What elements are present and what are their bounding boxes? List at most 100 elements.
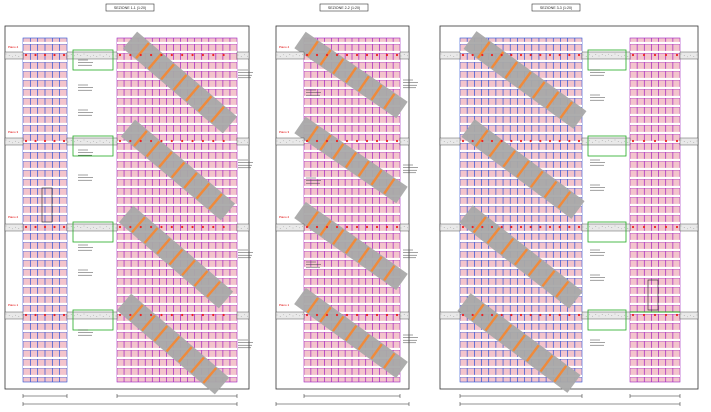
stair-tread-strip xyxy=(181,259,196,277)
floor-node xyxy=(222,313,225,317)
slab-aggregate-dot xyxy=(244,140,245,142)
slab-left xyxy=(4,51,24,60)
slab-left xyxy=(439,311,461,320)
slab-aggregate-dot xyxy=(106,314,107,316)
slab-aggregate-dot xyxy=(292,315,294,317)
slab-aggregate-dot xyxy=(683,227,685,228)
floor-node xyxy=(471,139,474,143)
floor-node xyxy=(510,139,513,143)
slab-aggregate-dot xyxy=(18,316,20,317)
stair-tread-strip xyxy=(306,210,319,228)
floor-node xyxy=(149,139,153,143)
stair-tread-strip xyxy=(513,248,529,266)
slab-right xyxy=(236,51,250,60)
slab-aggregate-dot xyxy=(440,139,442,141)
floor-node xyxy=(664,139,668,143)
slab-aggregate-dot xyxy=(453,228,455,229)
stair-tread-strip xyxy=(472,216,487,234)
landing-frame xyxy=(72,135,114,157)
floor-label: Piano 1 xyxy=(8,303,19,307)
floor-node xyxy=(385,313,389,317)
floor-node xyxy=(519,225,523,229)
slab-aggregate-dot xyxy=(627,316,629,317)
slab-aggregate-dot xyxy=(90,142,91,144)
slab-left xyxy=(275,223,305,232)
stair-tread-strip xyxy=(527,259,542,277)
slab-middle xyxy=(66,137,118,146)
floor-node xyxy=(500,53,503,57)
slab-right xyxy=(679,311,699,320)
slab-aggregate-dot xyxy=(90,316,91,318)
slab-aggregate-dot xyxy=(299,141,300,143)
slab-left xyxy=(439,137,461,146)
slab-aggregate-dot xyxy=(690,54,691,56)
floor-labels-panel-2: Piano 4 Piano 3 Piano 2 Piano 1 xyxy=(279,45,290,307)
slab-aggregate-dot xyxy=(598,227,600,229)
slab-aggregate-dot xyxy=(589,314,590,316)
stair-tread-strip xyxy=(190,356,205,374)
slab-aggregate-dot xyxy=(443,55,445,56)
stair-tread-strip xyxy=(332,58,345,75)
slab-aggregate-dot xyxy=(690,226,691,228)
slab-aggregate-dot xyxy=(115,55,117,57)
floor-node xyxy=(335,313,339,317)
slab-aggregate-dot xyxy=(592,315,593,317)
floor-node xyxy=(631,53,635,57)
section-title-1: SEZIONE 1-1 (1:20) xyxy=(105,3,155,12)
slab-aggregate-dot xyxy=(400,227,402,229)
floor-node xyxy=(160,225,163,229)
floor-node xyxy=(24,225,28,229)
slab-aggregate-dot xyxy=(93,140,94,142)
stair-tread-strip xyxy=(543,180,558,199)
floor-node xyxy=(631,225,635,229)
slab-aggregate-dot xyxy=(99,54,101,56)
stair-tread-strip xyxy=(170,161,186,179)
floor-node xyxy=(558,225,561,229)
floor-node xyxy=(43,53,47,57)
floor-node xyxy=(500,225,503,229)
slab-aggregate-dot xyxy=(299,315,300,317)
stair-tread-strip xyxy=(383,264,396,282)
slab-aggregate-dot xyxy=(276,54,278,56)
floor-node xyxy=(471,225,474,229)
floor-node xyxy=(305,313,309,317)
slab-aggregate-dot xyxy=(80,315,82,316)
floor-node xyxy=(170,313,173,317)
slab-aggregate-dot xyxy=(617,55,619,56)
floor-node xyxy=(461,313,465,317)
floor-node xyxy=(568,225,571,229)
stair-tread-strip xyxy=(319,306,332,323)
stair-tread-strip xyxy=(185,84,200,102)
floor-node xyxy=(365,139,369,143)
slab-aggregate-dot xyxy=(283,140,284,142)
slab-aggregate-dot xyxy=(106,54,107,56)
slab-aggregate-dot xyxy=(83,225,85,227)
floor-node xyxy=(375,53,379,57)
floor-node xyxy=(315,313,319,317)
slab-aggregate-dot xyxy=(90,56,91,58)
floor-label: Piano 4 xyxy=(8,45,19,49)
slab-aggregate-dot xyxy=(240,142,242,143)
slab-aggregate-dot xyxy=(237,314,239,316)
slab-aggregate-dot xyxy=(302,225,303,227)
slab-aggregate-dot xyxy=(608,225,609,227)
stair-tread-strip xyxy=(332,228,345,246)
stair-tread-strip xyxy=(210,106,225,123)
floor-label: Piano 4 xyxy=(279,45,290,49)
stair-tread-strip xyxy=(541,269,556,288)
slab-aggregate-dot xyxy=(247,141,248,143)
slab-aggregate-dot xyxy=(93,226,94,228)
slab-aggregate-dot xyxy=(295,140,297,141)
slab-aggregate-dot xyxy=(624,54,625,56)
slab-right xyxy=(236,137,250,146)
slab-aggregate-dot xyxy=(286,55,287,57)
floor-node xyxy=(191,53,194,57)
slab-aggregate-dot xyxy=(601,226,603,227)
floor-label: Piano 2 xyxy=(8,215,19,219)
stair-tread-strip xyxy=(516,160,530,178)
slab-aggregate-dot xyxy=(400,315,402,317)
slab-right xyxy=(236,223,250,232)
slab-aggregate-dot xyxy=(585,316,587,317)
slab-aggregate-dot xyxy=(15,54,16,56)
slab-aggregate-dot xyxy=(5,53,7,55)
